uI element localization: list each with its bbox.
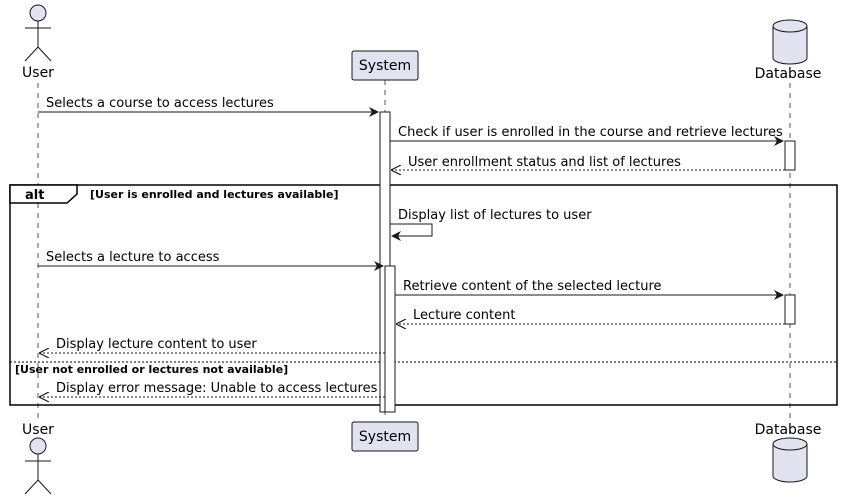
message-label: User enrollment status and list of lectu… xyxy=(408,155,681,170)
activation-system-inner xyxy=(384,265,396,413)
participant-box xyxy=(351,50,419,81)
participant-label: System xyxy=(359,429,411,445)
message-label: Selects a course to access lectures xyxy=(46,96,274,111)
participant-database-top: Database xyxy=(755,19,822,82)
alt-tab xyxy=(9,184,78,204)
message-enrollment-status: User enrollment status and list of lectu… xyxy=(392,155,785,170)
participant-user-top: User xyxy=(22,4,54,81)
message-check-enrollment: Check if user is enrolled in the course … xyxy=(390,125,784,146)
alt-frame xyxy=(9,184,838,406)
participant-label: System xyxy=(359,58,411,74)
actor-icon xyxy=(24,437,52,495)
database-icon xyxy=(772,19,808,65)
participant-label: Database xyxy=(755,422,822,438)
database-icon xyxy=(772,437,808,483)
participant-label: User xyxy=(22,422,54,438)
message-label: Check if user is enrolled in the course … xyxy=(398,125,783,140)
message-label: Display list of lectures to user xyxy=(398,208,592,223)
participant-label: Database xyxy=(755,66,822,82)
message-label: Selects a lecture to access xyxy=(46,250,220,265)
message-label: Display lecture content to user xyxy=(56,337,257,352)
message-label: Retrieve content of the selected lecture xyxy=(403,279,662,294)
participant-box xyxy=(351,421,419,452)
message-select-course: Selects a course to access lectures xyxy=(38,96,379,117)
participant-system-top: System xyxy=(351,50,419,81)
message-label: Display error message: Unable to access … xyxy=(56,381,378,396)
participant-database-bottom: Database xyxy=(755,422,822,483)
participant-system-bottom: System xyxy=(351,421,419,452)
message-retrieve-content: Retrieve content of the selected lecture xyxy=(395,279,784,300)
message-display-error: Display error message: Unable to access … xyxy=(40,381,385,397)
message-label: Lecture content xyxy=(413,308,515,323)
alt-label: alt xyxy=(25,188,44,203)
actor-icon xyxy=(24,4,52,62)
message-lecture-content: Lecture content xyxy=(397,308,785,324)
activation-database-2 xyxy=(784,294,796,325)
alt-guard-1: [User is enrolled and lectures available… xyxy=(90,188,339,201)
message-display-list: Display list of lectures to user xyxy=(390,208,592,241)
activation-database-1 xyxy=(784,140,796,171)
message-display-content: Display lecture content to user xyxy=(40,337,385,353)
alt-fragment: alt [User is enrolled and lectures avail… xyxy=(9,184,838,406)
participant-user-bottom: User xyxy=(22,422,54,495)
message-select-lecture: Selects a lecture to access xyxy=(38,250,384,271)
participant-label: User xyxy=(22,65,54,81)
alt-guard-2: [User not enrolled or lectures not avail… xyxy=(15,363,288,376)
